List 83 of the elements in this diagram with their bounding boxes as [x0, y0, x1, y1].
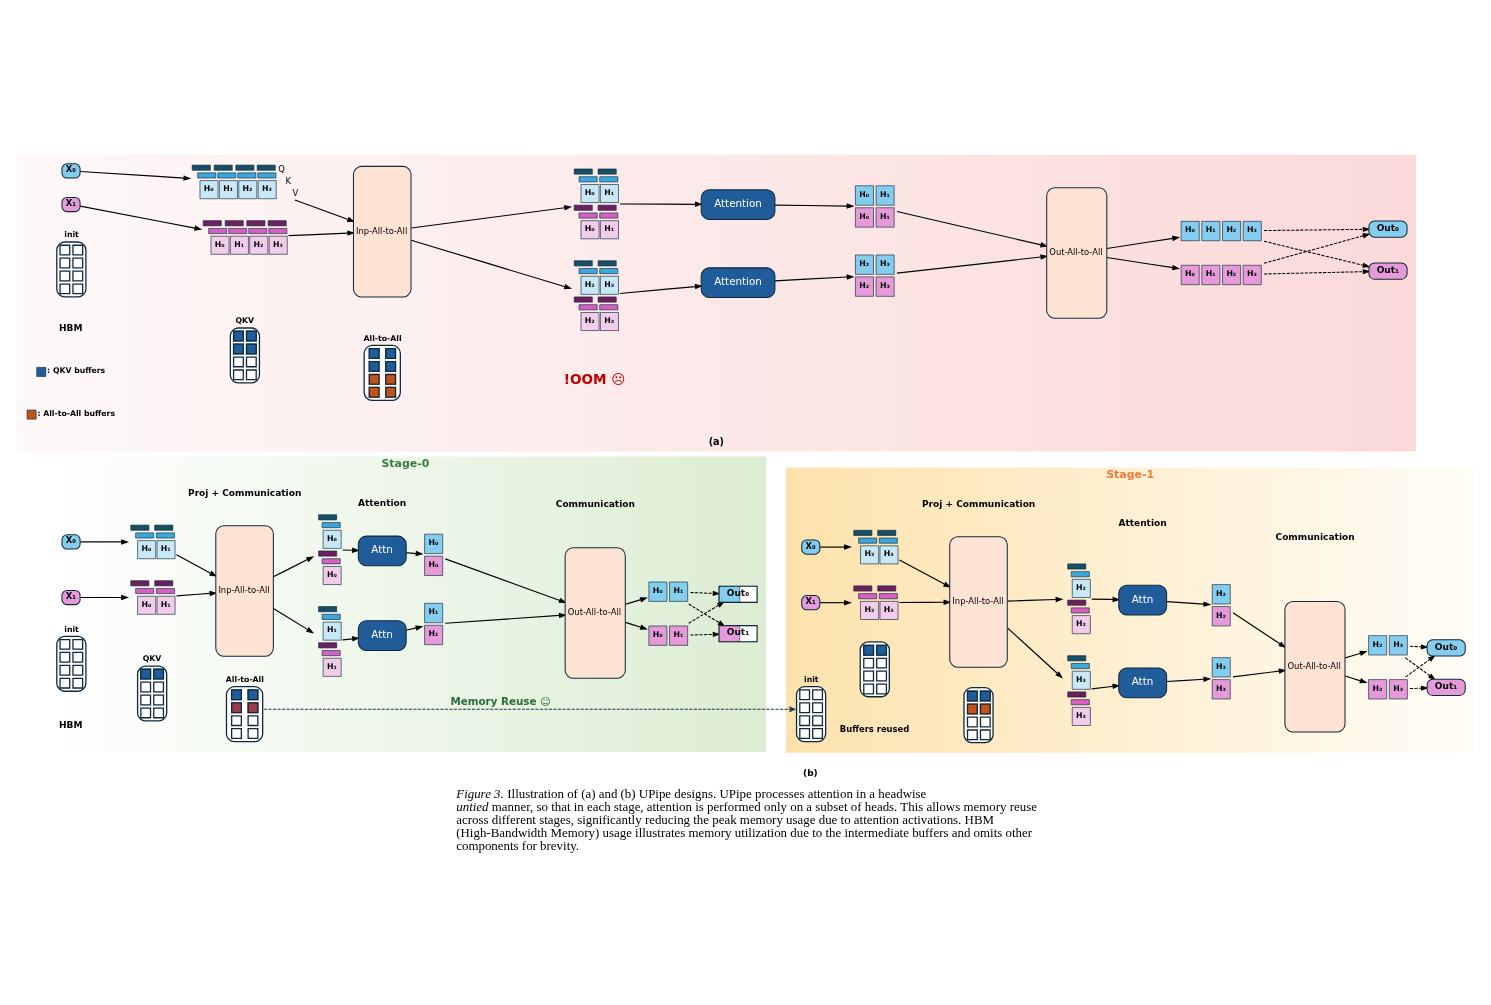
node-box: Out₁ — [1426, 678, 1466, 696]
arrow — [1106, 235, 1181, 250]
arrow — [79, 205, 203, 231]
label: HBM — [59, 323, 83, 334]
arrow — [1409, 685, 1429, 691]
arrow — [819, 544, 852, 550]
arrow — [1409, 644, 1429, 650]
arrow — [1263, 240, 1371, 268]
label: HBM — [59, 719, 83, 730]
label: Communication — [555, 499, 635, 510]
node-box: Out-All-to-All — [1284, 600, 1346, 733]
label: Buffers reused — [839, 723, 910, 734]
arrow — [410, 205, 573, 229]
arrow — [272, 556, 315, 578]
node-box: Inp-All-to-All — [215, 525, 274, 657]
node-box: Out-All-to-All — [564, 547, 626, 679]
arrow — [342, 636, 360, 642]
node-box: Out-All-to-All — [1046, 187, 1108, 319]
node-box: Attn — [357, 535, 407, 567]
arrow — [405, 625, 424, 631]
arrow — [898, 599, 952, 605]
node-label: V — [292, 188, 299, 199]
node-label: K — [285, 176, 292, 187]
arrow — [410, 239, 573, 290]
arrow — [444, 612, 567, 624]
arrow — [896, 254, 1049, 274]
node-box: Inp-All-to-All — [949, 536, 1008, 668]
arrow — [624, 621, 648, 630]
arrow — [774, 203, 855, 209]
arrow — [175, 590, 218, 597]
node-box: Inp-All-to-All — [352, 165, 412, 298]
node-box: Out₀ — [1368, 220, 1408, 238]
arrow — [79, 594, 129, 601]
arrow — [1263, 226, 1371, 233]
arrow — [1091, 683, 1121, 690]
label: !OOM ☹ — [563, 370, 626, 387]
arrow — [1006, 627, 1063, 679]
arrow — [624, 597, 648, 605]
arrow — [774, 274, 855, 282]
arrow — [1091, 596, 1121, 603]
node-label: Q — [278, 164, 285, 175]
arrow — [1344, 675, 1368, 684]
arrow — [1344, 650, 1368, 659]
arrow — [896, 210, 1049, 248]
node-box: Out₁ — [1368, 262, 1408, 280]
label: Attention — [1118, 517, 1167, 528]
arrow — [619, 283, 703, 295]
arrow — [1232, 668, 1287, 678]
label: (b) — [803, 767, 818, 778]
label: Proj + Communication — [188, 488, 302, 499]
arrow — [1006, 596, 1064, 603]
arrow — [1263, 269, 1371, 275]
arrow — [819, 599, 852, 606]
arrow — [79, 170, 192, 181]
node-box: Attn — [1118, 584, 1168, 616]
edge-label: Memory Reuse ☺ — [450, 695, 551, 708]
node-box: Attn — [1118, 667, 1168, 699]
node-box: Out₀ — [1426, 639, 1466, 657]
arrow — [1106, 256, 1181, 271]
arrow — [898, 559, 952, 588]
arrow — [294, 199, 356, 222]
arrow — [689, 631, 721, 638]
arrow — [1232, 612, 1287, 649]
arrow — [1166, 676, 1212, 683]
label: Attention — [358, 498, 407, 509]
node-box: Attn — [357, 620, 407, 652]
arrow — [444, 558, 567, 603]
arrow — [175, 554, 218, 577]
arrow — [405, 550, 424, 557]
arrow — [272, 607, 315, 634]
node-box: Attention — [700, 189, 776, 220]
arrow — [1166, 601, 1212, 607]
arrow — [689, 590, 721, 596]
arrow — [79, 539, 129, 545]
arrow — [619, 201, 703, 208]
caption: Figure 3. Illustration of (a) and (b) UPipe designs. UPipe processes attention in a headwise untied manner, so that in each stage, attention is performed only on a subset of heads. This allows memory reuse across different stages, significantly reducing the peak memory usage due to attention activations. HBM (High-Bandwidth Memory) usage illustrates memory utilization due to the intermediate buffers and omits other components for brevity. — [456, 785, 1037, 853]
label: Proj + Communication — [921, 499, 1036, 510]
arrow — [263, 706, 796, 713]
arrow — [1263, 233, 1371, 264]
label: Communication — [1275, 531, 1355, 542]
node-box: Attention — [700, 267, 776, 299]
arrow — [287, 230, 356, 237]
arrow — [342, 547, 360, 553]
